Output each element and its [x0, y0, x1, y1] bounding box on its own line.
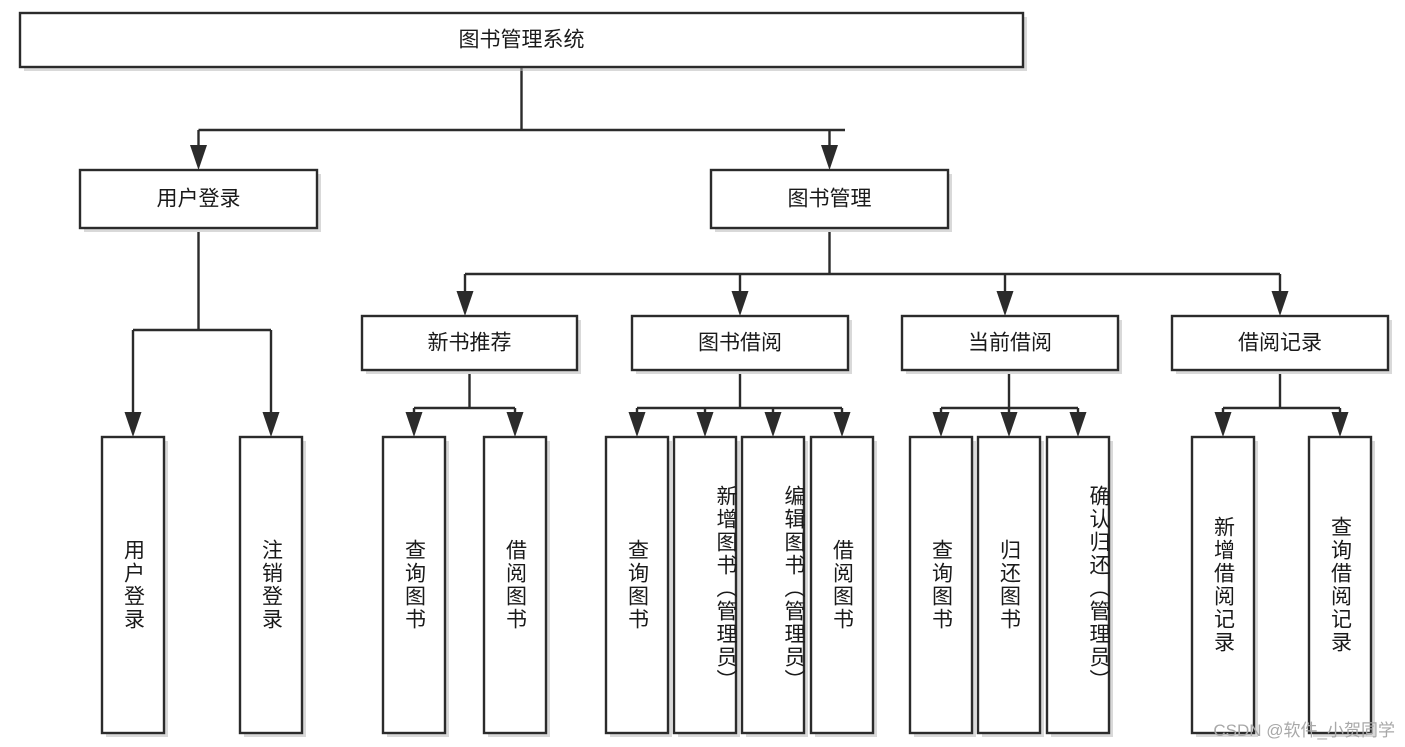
user-login-box[interactable]: [78, 168, 319, 230]
arrowhead-new-book-rec: [456, 291, 474, 316]
l-query-book-2-box[interactable]: [604, 435, 670, 735]
arrowhead-l-add-record: [1214, 412, 1232, 437]
l-confirm-return-box[interactable]: [1045, 435, 1111, 735]
l-add-book-box[interactable]: [672, 435, 738, 735]
leaf-boxes: [100, 435, 1375, 737]
l-query-book-3-box[interactable]: [908, 435, 974, 735]
user-login-label: 用户登录: [157, 188, 241, 211]
book-mgmt-label: 图书管理: [788, 188, 872, 211]
l-user-login-box[interactable]: [100, 435, 166, 735]
node-book-borrow[interactable]: 图书借阅: [630, 314, 852, 374]
arrowhead-l-logout: [262, 412, 280, 437]
arrowhead-l-edit-book: [764, 412, 782, 437]
l-return-book-box[interactable]: [976, 435, 1042, 735]
node-borrow-record[interactable]: 借阅记录: [1170, 314, 1392, 374]
arrowhead-l-confirm-return: [1069, 412, 1087, 437]
node-user-login[interactable]: 用户登录: [78, 168, 321, 232]
book-borrow-label: 图书借阅: [698, 332, 782, 355]
node-new-book-rec[interactable]: 新书推荐: [360, 314, 581, 374]
l-borrow-book-2-box[interactable]: [809, 435, 875, 735]
arrowhead-l-query-book-1: [405, 412, 423, 437]
new-book-rec-label: 新书推荐: [428, 332, 512, 355]
l-query-book-1-box[interactable]: [381, 435, 447, 735]
l-logout-box[interactable]: [238, 435, 304, 735]
arrowhead-current-borrow: [996, 291, 1014, 316]
book-borrow-box[interactable]: [630, 314, 850, 372]
connector-layer: [124, 67, 1349, 437]
l-edit-book-box[interactable]: [740, 435, 806, 735]
current-borrow-label: 当前借阅: [968, 332, 1052, 355]
arrowhead-l-user-login: [124, 412, 142, 437]
arrowhead-l-add-book: [696, 412, 714, 437]
csdn-watermark: CSDN @软件_小贺同学: [1213, 721, 1395, 740]
arrowhead-l-borrow-book-2: [833, 412, 851, 437]
arrowhead-l-query-book-2: [628, 412, 646, 437]
root-box[interactable]: [18, 11, 1025, 69]
borrow-record-box[interactable]: [1170, 314, 1390, 372]
arrowhead-user-login: [190, 145, 207, 170]
l-borrow-book-1-box[interactable]: [482, 435, 548, 735]
node-book-mgmt[interactable]: 图书管理: [709, 168, 952, 232]
root-label: 图书管理系统: [459, 29, 585, 52]
l-add-record-box[interactable]: [1190, 435, 1256, 735]
arrowhead-book-borrow: [731, 291, 749, 316]
arrowhead-l-query-book-3: [932, 412, 950, 437]
arrowhead-l-return-book: [1000, 412, 1018, 437]
current-borrow-box[interactable]: [900, 314, 1120, 372]
arrowhead-l-query-record: [1331, 412, 1349, 437]
book-mgmt-box[interactable]: [709, 168, 950, 230]
arrowhead-l-borrow-book-1: [506, 412, 524, 437]
node-current-borrow[interactable]: 当前借阅: [900, 314, 1122, 374]
arrowhead-borrow-record: [1271, 291, 1289, 316]
new-book-rec-box[interactable]: [360, 314, 579, 372]
l-query-record-box[interactable]: [1307, 435, 1373, 735]
borrow-record-label: 借阅记录: [1238, 332, 1322, 355]
arrowhead-book-mgmt: [821, 145, 838, 170]
node-root[interactable]: 图书管理系统: [18, 11, 1027, 71]
